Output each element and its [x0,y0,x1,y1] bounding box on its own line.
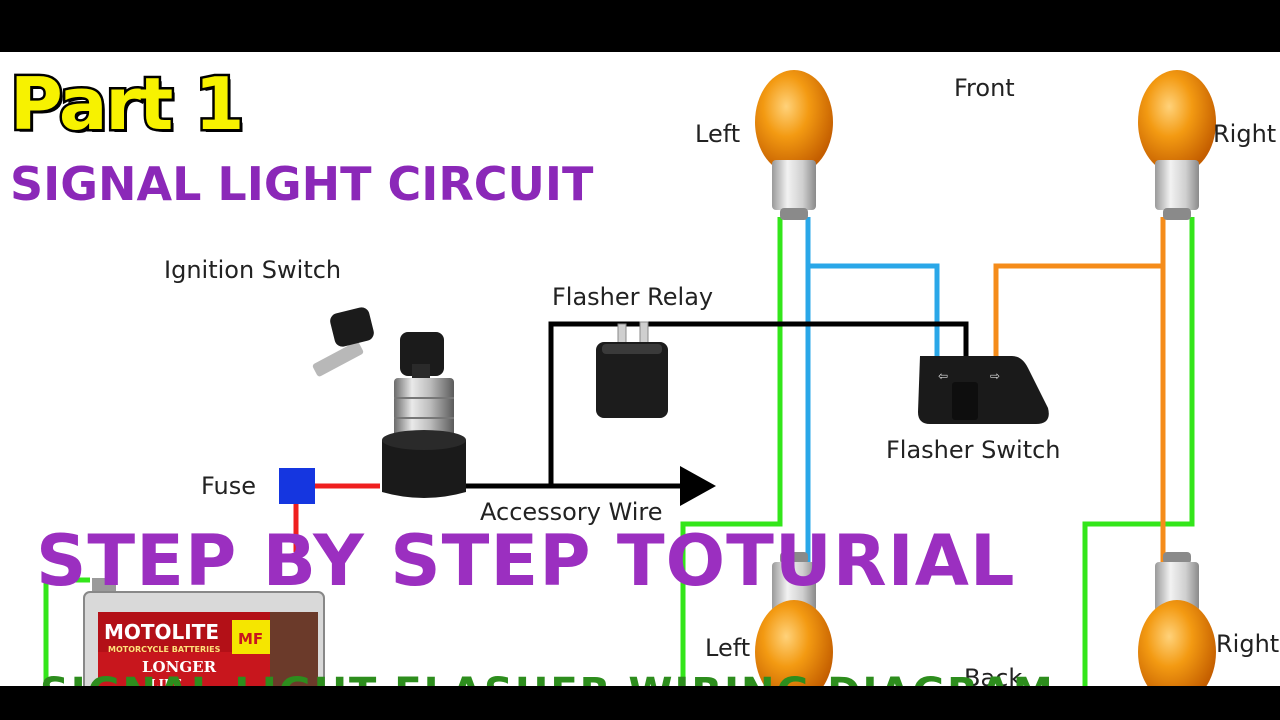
svg-text:⇨: ⇨ [990,369,1000,383]
label-flasher-relay: Flasher Relay [552,283,714,311]
label-accessory-wire: Accessory Wire [480,498,663,526]
label-ignition-switch: Ignition Switch [164,256,342,284]
letterbox-top [0,0,1280,52]
bottom-caption-strip: SIGNAL LIGHT FLASHER WIRING DIAGRAM [40,674,1260,686]
label-rear-right: Right [1216,630,1280,658]
red-wire [293,483,380,552]
letterbox-bottom [0,686,1280,720]
black-wire [460,321,969,506]
label-front-right: Right [1213,120,1277,148]
svg-text:⇦: ⇦ [938,369,948,383]
label-back: Back [964,664,1023,686]
battery-brand: MOTOLITE [104,620,219,644]
subtitle: SIGNAL LIGHT CIRCUIT [10,157,594,211]
label-flasher-switch: Flasher Switch [886,436,1061,464]
label-fuse: Fuse [201,472,256,500]
label-rear-left: Left [705,634,751,662]
orange-wire [993,217,1166,592]
bottom-caption: SIGNAL LIGHT FLASHER WIRING DIAGRAM [40,674,1260,686]
part-title: Part 1 [8,60,248,149]
battery-badge: MF [238,630,263,648]
battery-icon [83,578,325,686]
bulb-icon [1138,70,1216,220]
tutorial-caption: STEP BY STEP TOTURIAL [36,520,1016,602]
flasher-switch-icon: ⇦ ⇨ [918,356,1049,424]
battery-line2: LONGER [142,658,217,676]
battery-line3: LIFE [150,677,182,686]
fuse-icon [279,468,315,504]
battery-line1: MOTORCYCLE BATTERIES [108,645,221,654]
bulb-icon [755,552,833,686]
bulb-icon [755,70,833,220]
diagram-canvas: ⇦ ⇨ [0,52,1280,686]
flasher-relay-icon [596,321,668,418]
green-wire-left [680,217,783,686]
ignition-key-icon [312,307,466,498]
label-front-left: Left [695,120,741,148]
green-wire-right [1082,217,1195,686]
bulb-icon [1138,552,1216,686]
label-front: Front [954,74,1015,102]
blue-wire [805,217,940,592]
green-wire-battery [43,577,90,686]
wiring-diagram: ⇦ ⇨ [43,70,1216,686]
